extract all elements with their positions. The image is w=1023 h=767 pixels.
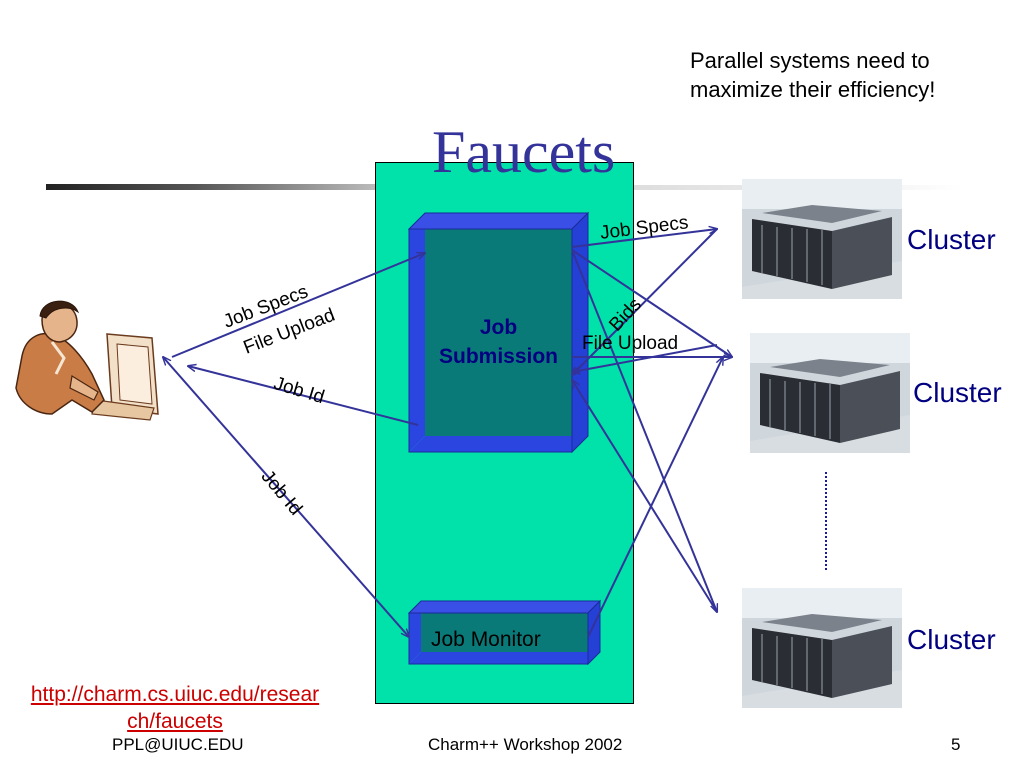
arrow-specs-cluster1 xyxy=(571,229,717,248)
arrow-specs-cluster3 xyxy=(571,249,717,612)
arrows xyxy=(163,229,732,637)
job-submission-box xyxy=(407,211,590,454)
slide-number: 5 xyxy=(951,735,961,754)
arrow-bids-cluster2 xyxy=(572,344,718,372)
cluster-image-2 xyxy=(750,333,910,453)
more-clusters-dots xyxy=(825,472,827,570)
top-note-line-2: maximize their efficiency! xyxy=(690,77,936,102)
user-at-computer-icon xyxy=(15,300,159,421)
arrow-bids-cluster3 xyxy=(572,380,718,613)
arrow-specs-cluster2 xyxy=(571,249,732,357)
faucets-url-line-2: ch/faucets xyxy=(127,710,223,733)
top-note-line-1: Parallel systems need to xyxy=(690,48,930,73)
cluster-image-3 xyxy=(742,588,902,708)
faucets-url-line-1: http://charm.cs.uiuc.edu/resear xyxy=(30,683,320,706)
title-rule-left xyxy=(46,184,376,190)
faucets-url-link[interactable]: http://charm.cs.uiuc.edu/resear ch/fauce… xyxy=(10,681,340,735)
arrow-user-monitor xyxy=(163,357,409,637)
cluster-label-1: Cluster xyxy=(907,224,996,255)
cluster-image-1 xyxy=(742,179,902,299)
footer-left: PPL@UIUC.EDU xyxy=(112,735,244,754)
edge-label-cluster-file-upload: File Upload xyxy=(582,333,679,354)
job-submission-label-line-1: Job xyxy=(479,316,518,339)
slide-title: Faucets xyxy=(432,119,616,185)
cluster-label-2: Cluster xyxy=(913,377,1002,408)
arrow-bids-cluster1 xyxy=(572,228,718,375)
arrow-monitor-cluster2 xyxy=(587,357,723,638)
cluster-label-3: Cluster xyxy=(907,624,996,655)
job-submission-label: Job Submission xyxy=(425,313,572,371)
job-submission-label-line-2: Submission xyxy=(438,345,559,368)
arrow-user-to-submission xyxy=(171,253,425,358)
top-note: Parallel systems need to maximize their … xyxy=(690,46,1010,104)
job-monitor-label: Job Monitor xyxy=(431,628,541,651)
footer-center: Charm++ Workshop 2002 xyxy=(428,735,623,754)
